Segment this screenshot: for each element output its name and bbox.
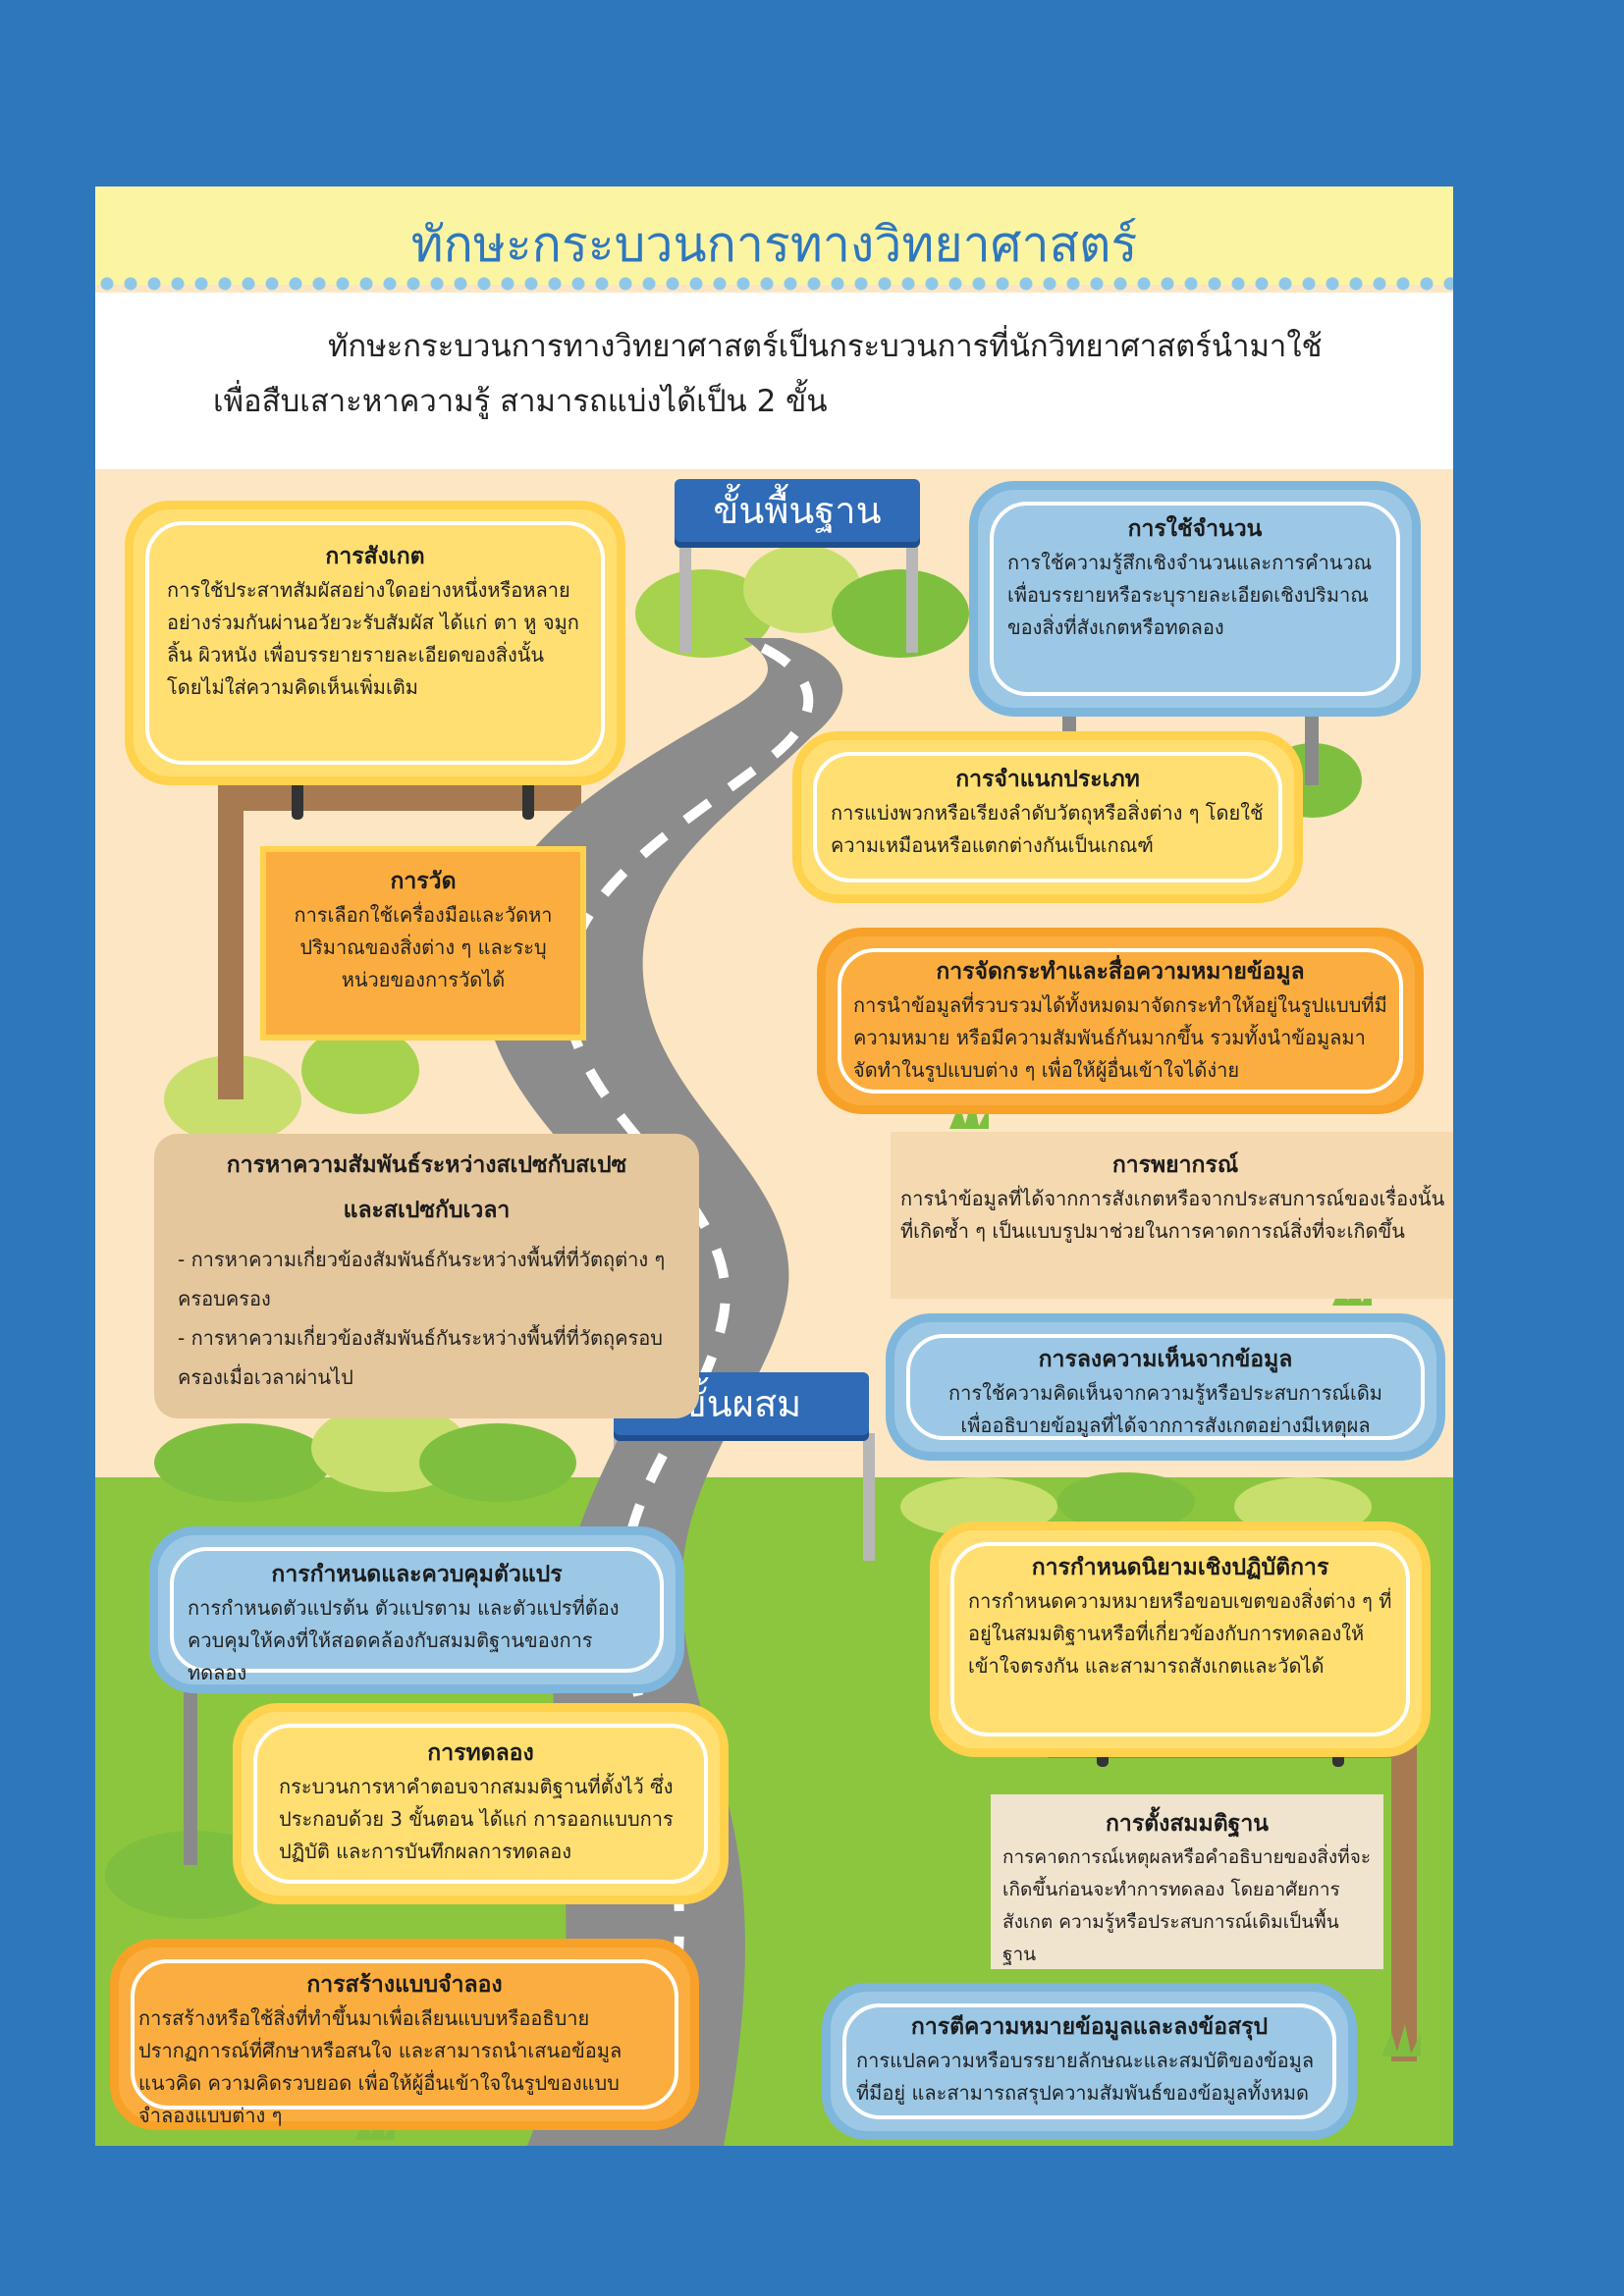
skill-modeling: การสร้างแบบจำลอง การสร้างหรือใช้สิ่งที่ท…: [110, 1939, 699, 2130]
poster: ทักษะกระบวนการทางวิทยาศาสตร์ ทักษะกระบวน…: [95, 187, 1453, 2146]
skill-title: การตั้งสมมติฐาน: [1106, 1811, 1269, 1837]
title-band: [95, 187, 1453, 285]
skill-measurement: การวัด การเลือกใช้เครื่องมือและวัดหาปริม…: [260, 846, 586, 1041]
skill-text: การใช้ความคิดเห็นจากความรู้หรือประสบการณ…: [948, 1381, 1382, 1437]
skill-text: การคาดการณ์เหตุผลหรือคำอธิบายของสิ่งที่จ…: [1002, 1846, 1372, 1965]
skill-text: การนำข้อมูลที่รวบรวมได้ทั้งหมดมาจัดกระทำ…: [853, 993, 1387, 1082]
skill-interpretation: การตีความหมายข้อมูลและลงข้อสรุป การแปลคว…: [822, 1983, 1357, 2140]
skill-text: การสร้างหรือใช้สิ่งที่ทำขึ้นมาเพื่อเลียน…: [138, 2006, 623, 2127]
skill-item-2: - การหาความเกี่ยวข้องสัมพันธ์กันระหว่างพ…: [178, 1326, 663, 1389]
skill-title: การลงความเห็นจากข้อมูล: [1038, 1347, 1293, 1372]
skill-title: การตีความหมายข้อมูลและลงข้อสรุป: [910, 2014, 1269, 2040]
skill-item-1: - การหาความเกี่ยวข้องสัมพันธ์กันระหว่างพ…: [178, 1248, 666, 1310]
skill-experiment: การทดลอง กระบวนการหาคำตอบจากสมมติฐานที่ต…: [233, 1703, 729, 1904]
skill-space-time: การหาความสัมพันธ์ระหว่างสเปซกับสเปซ และส…: [154, 1134, 699, 1418]
skill-classification: การจำแนกประเภท การแบ่งพวกหรือเรียงลำดับว…: [792, 731, 1303, 903]
skill-title: การใช้จำนวน: [1127, 516, 1263, 542]
skill-text: การกำหนดความหมายหรือขอบเขตของสิ่งต่าง ๆ …: [968, 1589, 1392, 1678]
dotted-divider: [95, 275, 1453, 293]
skill-text: การแปลความหรือบรรยายลักษณะและสมบัติของข้…: [856, 2049, 1315, 2105]
skill-numbers: การใช้จำนวน การใช้ความรู้สึกเชิงจำนวนและ…: [969, 481, 1421, 717]
skill-text: การเลือกใช้เครื่องมือและวัดหาปริมาณของสิ…: [294, 903, 553, 991]
skill-operational-definition: การกำหนดนิยามเชิงปฏิบัติการ การกำหนดความ…: [930, 1522, 1431, 1757]
skill-variables: การกำหนดและควบคุมตัวแปร การกำหนดตัวแปรต้…: [149, 1526, 684, 1693]
skill-text: การใช้ประสาทสัมผัสอย่างใดอย่างหนึ่งหรือห…: [167, 578, 579, 699]
skill-title: การกำหนดและควบคุมตัวแปร: [271, 1562, 563, 1587]
skill-title: การจัดกระทำและสื่อความหมายข้อมูล: [936, 959, 1305, 985]
skill-title: การสร้างแบบจำลอง: [306, 1972, 503, 1998]
skill-hypothesis: การตั้งสมมติฐาน การคาดการณ์เหตุผลหรือคำอ…: [991, 1794, 1383, 1969]
skill-text: การใช้ความรู้สึกเชิงจำนวนและการคำนวณ เพื…: [1007, 551, 1373, 639]
skill-inference: การลงความเห็นจากข้อมูล การใช้ความคิดเห็น…: [886, 1313, 1445, 1461]
skill-title: การจำแนกประเภท: [955, 767, 1140, 792]
sign-posts: [184, 525, 1417, 2061]
skill-observation: การสังเกต การใช้ประสาทสัมผัสอย่างใดอย่าง…: [125, 501, 625, 785]
skill-title-2: และสเปซกับเวลา: [343, 1198, 511, 1223]
skill-text: การกำหนดตัวแปรต้น ตัวแปรตาม และตัวแปรที่…: [188, 1596, 620, 1684]
skill-title: การพยากรณ์: [1111, 1152, 1239, 1178]
skill-data-processing: การจัดกระทำและสื่อความหมายข้อมูล การนำข้…: [817, 928, 1424, 1114]
skill-title: การสังเกต: [325, 544, 425, 569]
intro-line-2: เพื่อสืบเสาะหาความรู้ สามารถแบ่งได้เป็น …: [213, 384, 828, 419]
sign-basic: ขั้นพื้นฐาน: [675, 479, 920, 542]
skill-text: การนำข้อมูลที่ได้จากการสังเกตหรือจากประส…: [900, 1187, 1445, 1243]
skill-title: การทดลอง: [427, 1740, 534, 1766]
skill-prediction: การพยากรณ์ การนำข้อมูลที่ได้จากการสังเกต…: [891, 1132, 1453, 1299]
skill-text: กระบวนการหาคำตอบจากสมมติฐานที่ตั้งไว้ ซึ…: [279, 1775, 674, 1863]
intro-band: [95, 293, 1453, 469]
skill-text: การแบ่งพวกหรือเรียงลำดับวัตถุหรือสิ่งต่า…: [831, 801, 1264, 857]
intro-line-1: ทักษะกระบวนการทางวิทยาศาสตร์เป็นกระบวนกา…: [328, 329, 1323, 364]
intro-text: ทักษะกระบวนการทางวิทยาศาสตร์เป็นกระบวนกา…: [213, 319, 1372, 429]
page-title: ทักษะกระบวนการทางวิทยาศาสตร์: [410, 216, 1138, 273]
skill-title-1: การหาความสัมพันธ์ระหว่างสเปซกับสเปซ: [226, 1152, 627, 1178]
skill-title: การวัด: [390, 869, 457, 894]
skill-title: การกำหนดนิยามเชิงปฏิบัติการ: [1031, 1555, 1329, 1580]
